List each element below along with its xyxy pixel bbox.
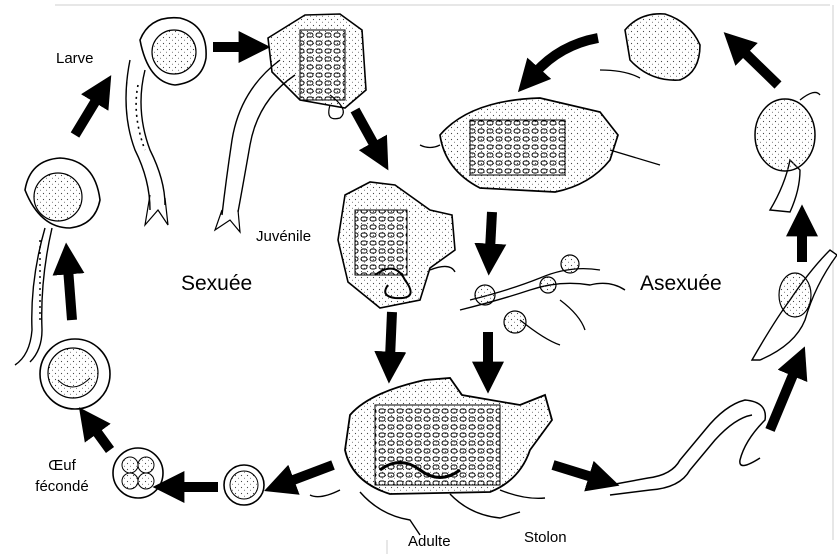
label-juvenile: Juvénile — [256, 228, 311, 245]
larva-tadpole — [126, 18, 206, 225]
bud-growing — [755, 92, 820, 212]
label-fertilized-egg-line2: fécondé — [16, 476, 108, 497]
arrow-bud-to-young — [742, 50, 778, 85]
larva-hatching — [15, 158, 100, 365]
embryo — [40, 339, 110, 409]
asexual-zooid — [420, 98, 660, 192]
label-sexual-cycle: Sexuée — [181, 272, 252, 296]
egg-small — [224, 465, 264, 505]
label-stolon: Stolon — [524, 529, 567, 546]
label-fertilized-egg: Œuf fécondé — [16, 455, 108, 497]
label-fertilized-egg-line1: Œuf — [16, 455, 108, 476]
arrow-adult-to-stolon — [553, 465, 595, 478]
arrow-cleavage-to-embryo — [94, 428, 110, 450]
arrow-zooid-to-buds — [490, 212, 492, 250]
bud-early — [752, 250, 837, 360]
arrow-metamorphosis-to-juvenile — [355, 110, 376, 148]
arrow-adult-to-egg — [288, 465, 333, 482]
stolon-bud — [610, 400, 765, 495]
egg-cleavage — [113, 448, 163, 498]
label-asexual-cycle: Asexuée — [640, 272, 722, 296]
arrow-larva-to-tadpole — [75, 97, 98, 135]
arrow-young-to-zooid — [535, 38, 598, 73]
arrow-embryo-to-larva — [68, 268, 72, 320]
label-larva: Larve — [56, 50, 94, 67]
label-adult: Adulte — [408, 533, 451, 550]
adult — [310, 378, 552, 535]
colony-buds — [460, 255, 625, 345]
juvenile — [338, 182, 455, 308]
bud-young-zooid — [600, 14, 700, 80]
arrow-juvenile-to-adult — [390, 312, 392, 358]
arrow-stolon-to-bud — [770, 370, 795, 430]
